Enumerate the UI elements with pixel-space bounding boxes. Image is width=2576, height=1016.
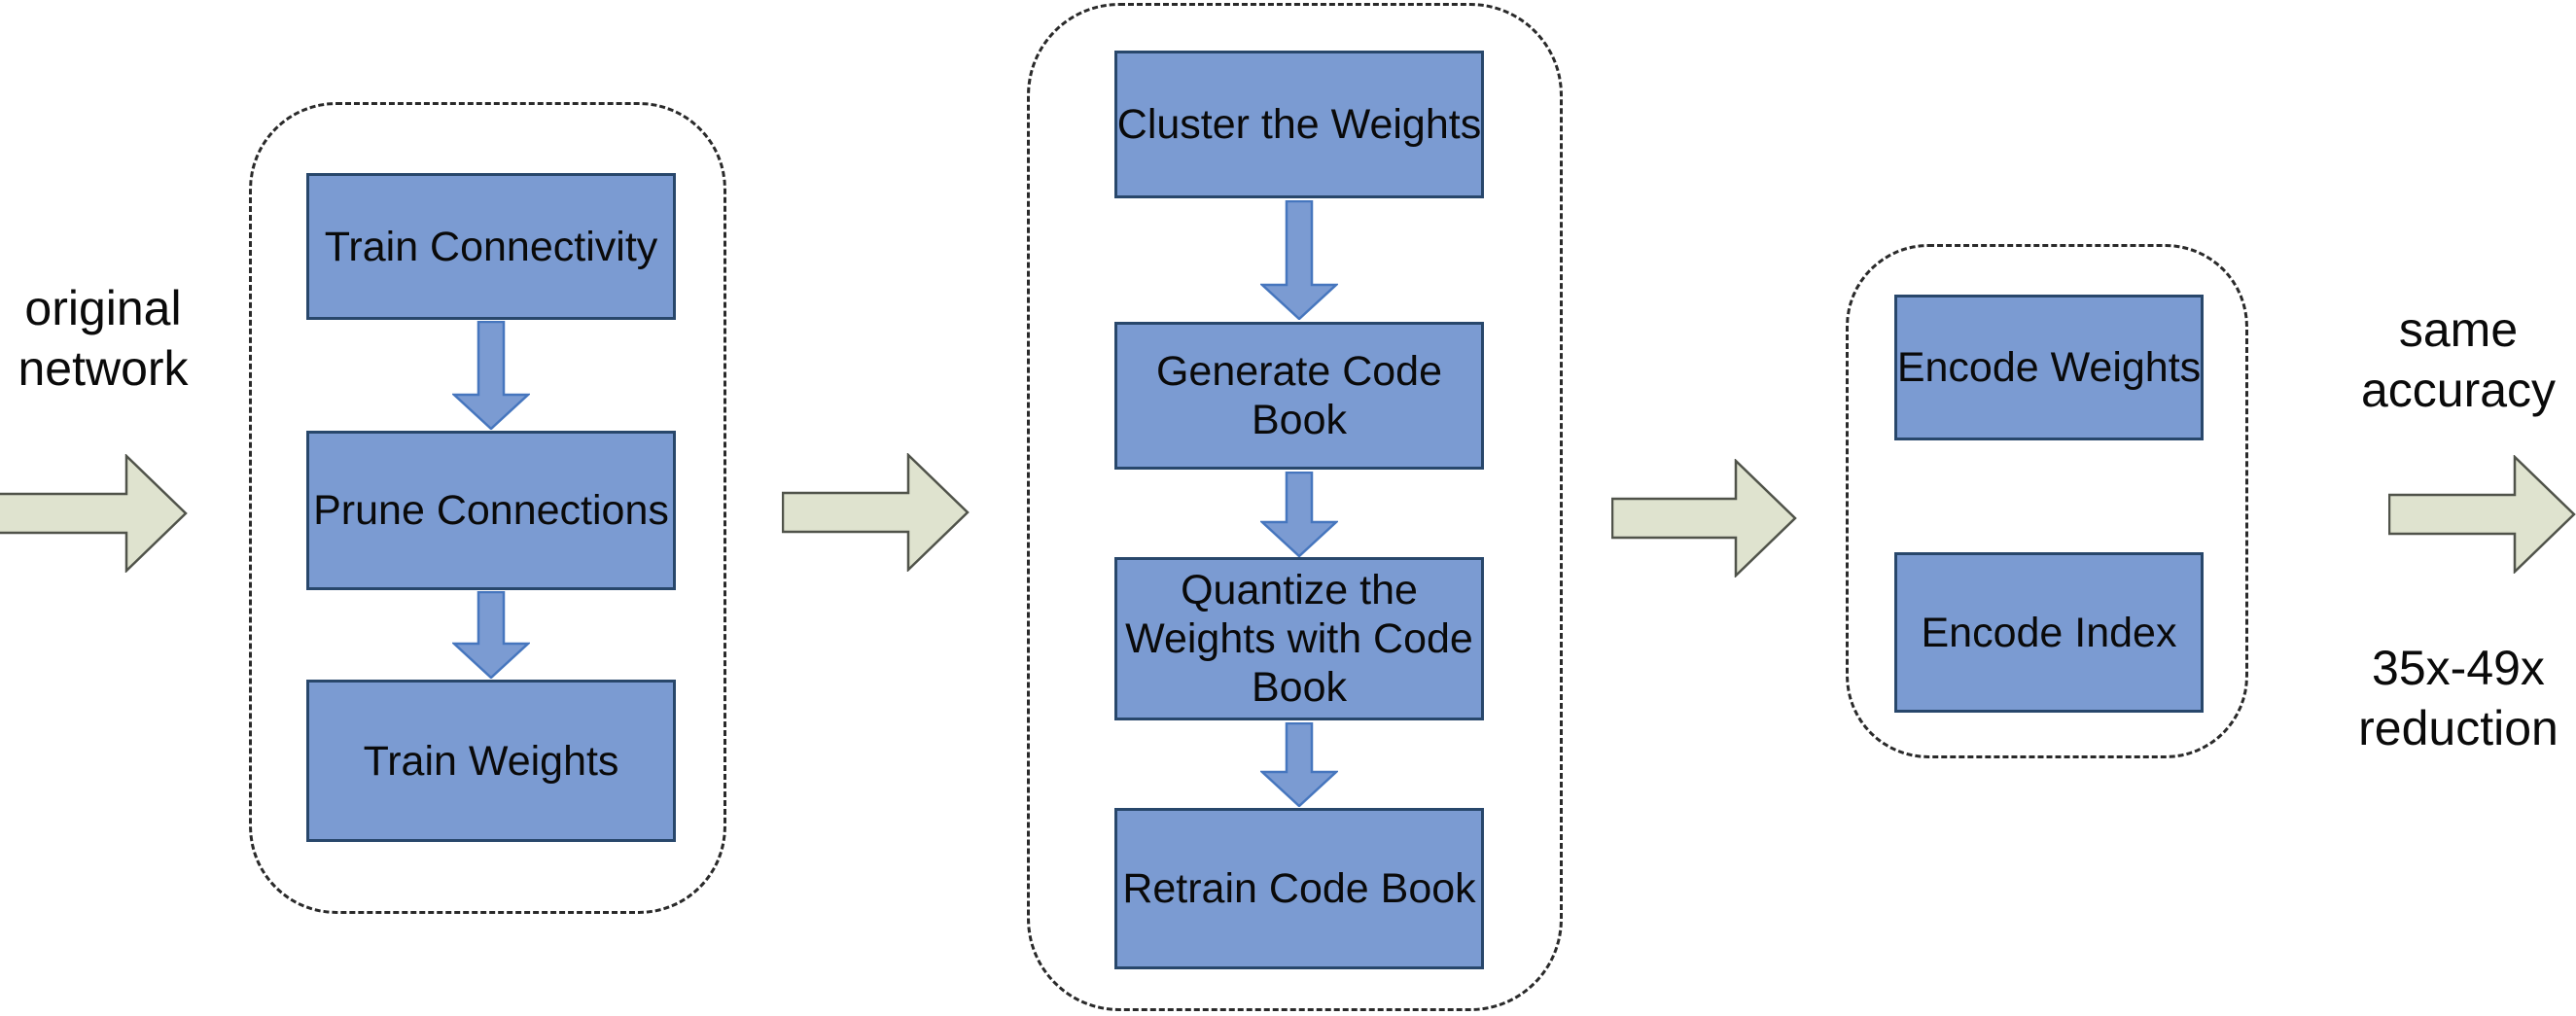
- step-box-quantize-weights-with-code-book: Quantize the Weights with Code Book: [1114, 557, 1484, 720]
- flow-arrow-right-icon: [1611, 459, 1797, 578]
- encoding-stage-group: Encode Weights Encode Index: [1846, 244, 2248, 758]
- down-arrow-icon: [1260, 472, 1338, 557]
- down-arrow-icon: [1260, 722, 1338, 807]
- down-arrow-icon: [1260, 200, 1338, 320]
- reduction-label: 35x-49x reduction: [2358, 641, 2558, 755]
- step-box-encode-index: Encode Index: [1894, 552, 2204, 713]
- step-box-encode-weights: Encode Weights: [1894, 295, 2204, 440]
- step-box-train-weights: Train Weights: [306, 680, 676, 842]
- down-arrow-icon: [452, 321, 530, 430]
- step-box-cluster-the-weights: Cluster the Weights: [1114, 51, 1484, 198]
- flow-arrow-right-icon: [782, 453, 970, 572]
- step-box-prune-connections: Prune Connections: [306, 431, 676, 590]
- quantization-stage-group: Cluster the Weights Generate Code Book Q…: [1027, 3, 1563, 1011]
- flow-arrow-right-icon: [2388, 455, 2576, 574]
- step-box-train-connectivity: Train Connectivity: [306, 173, 676, 320]
- same-accuracy-label: same accuracy: [2360, 302, 2557, 417]
- original-network-label: original network: [18, 281, 189, 396]
- down-arrow-icon: [452, 591, 530, 679]
- step-box-generate-code-book: Generate Code Book: [1114, 322, 1484, 470]
- step-box-retrain-code-book: Retrain Code Book: [1114, 808, 1484, 969]
- pruning-stage-group: Train Connectivity Prune Connections Tra…: [249, 102, 726, 914]
- flow-arrow-right-icon: [0, 454, 188, 573]
